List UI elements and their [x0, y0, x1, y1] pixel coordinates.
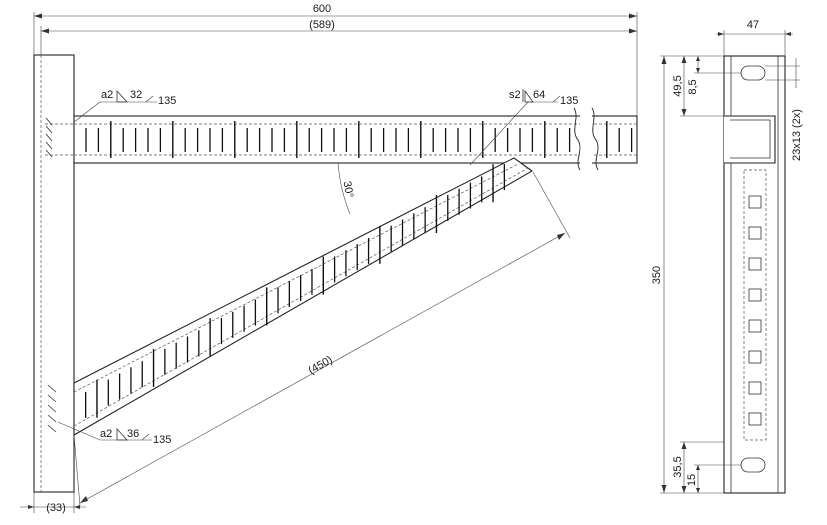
- square-hole: [748, 350, 762, 364]
- weld-bottom-left-angle: 135: [153, 434, 171, 446]
- arm-profile-section: [724, 115, 776, 164]
- horizontal-arm-slots: [85, 121, 633, 158]
- square-hole: [748, 195, 762, 209]
- weld-top-right-length: 64: [533, 89, 545, 101]
- dimension-arm-length: (450): [73, 171, 571, 507]
- inner-length-label: (589): [309, 19, 335, 31]
- profile-square-holes: [748, 195, 762, 426]
- dimension-overall-length: 600: [33, 3, 638, 116]
- dimension-bottom-slot-offset: 15: [686, 464, 741, 493]
- square-hole: [748, 319, 762, 333]
- column-width-label: (33): [46, 502, 66, 514]
- dimension-inner-length: (589): [40, 19, 637, 55]
- weld-bottom-left-prefix: a2: [100, 428, 112, 440]
- horizontal-arm: [45, 107, 638, 171]
- profile-side-view: [723, 55, 786, 494]
- dimension-column-width: (33): [20, 492, 86, 514]
- square-hole: [748, 288, 762, 302]
- bottom-slot-offset-label: 15: [686, 474, 698, 486]
- arm-length-label: (450): [306, 354, 334, 377]
- dimension-height: 350: [651, 55, 724, 494]
- top-slot-offset-label: 8,5: [687, 79, 699, 94]
- square-hole: [748, 226, 762, 240]
- hole-size-label: 23x13 (2x): [791, 109, 803, 161]
- overall-length-label: 600: [313, 3, 331, 15]
- square-hole: [748, 257, 762, 271]
- dimension-top-offset: 49,5: [672, 56, 724, 117]
- weld-symbol-bottom-left: a2 36 135: [57, 421, 171, 446]
- dimension-angle: 30°: [337, 162, 356, 215]
- fillet-weld-triangle-icon: [116, 89, 128, 103]
- height-label: 350: [651, 266, 663, 284]
- square-hole: [748, 412, 762, 426]
- square-hole: [748, 381, 762, 395]
- profile-width-label: 47: [747, 19, 759, 31]
- dimension-hole-size: 23x13 (2x): [765, 58, 803, 161]
- dimension-top-slot-offset: 8,5: [687, 56, 741, 95]
- weld-symbol-top-right: s2 64 135: [469, 89, 578, 166]
- dimension-profile-width: 47: [716, 19, 793, 56]
- dimension-bottom-offset: 35,5: [672, 441, 724, 493]
- bottom-offset-label: 35,5: [672, 456, 684, 477]
- diagonal-brace: [73, 157, 534, 436]
- fillet-weld-triangle-icon: [524, 89, 534, 103]
- top-offset-label: 49,5: [672, 75, 684, 96]
- weld-top-left-angle: 135: [158, 95, 176, 107]
- fillet-weld-triangle-icon: [116, 427, 128, 441]
- weld-symbol-top-left: a2 32 135: [73, 89, 176, 123]
- weld-top-left-length: 32: [130, 89, 142, 101]
- weld-bottom-left-length: 36: [127, 428, 139, 440]
- weld-top-right-angle: 135: [560, 95, 578, 107]
- weld-top-left-prefix: a2: [101, 89, 113, 101]
- weld-top-right-prefix: s2: [509, 89, 521, 101]
- diagonal-brace-slots: [85, 164, 505, 418]
- angle-label: 30°: [341, 180, 356, 198]
- weld-hatching: [45, 117, 57, 433]
